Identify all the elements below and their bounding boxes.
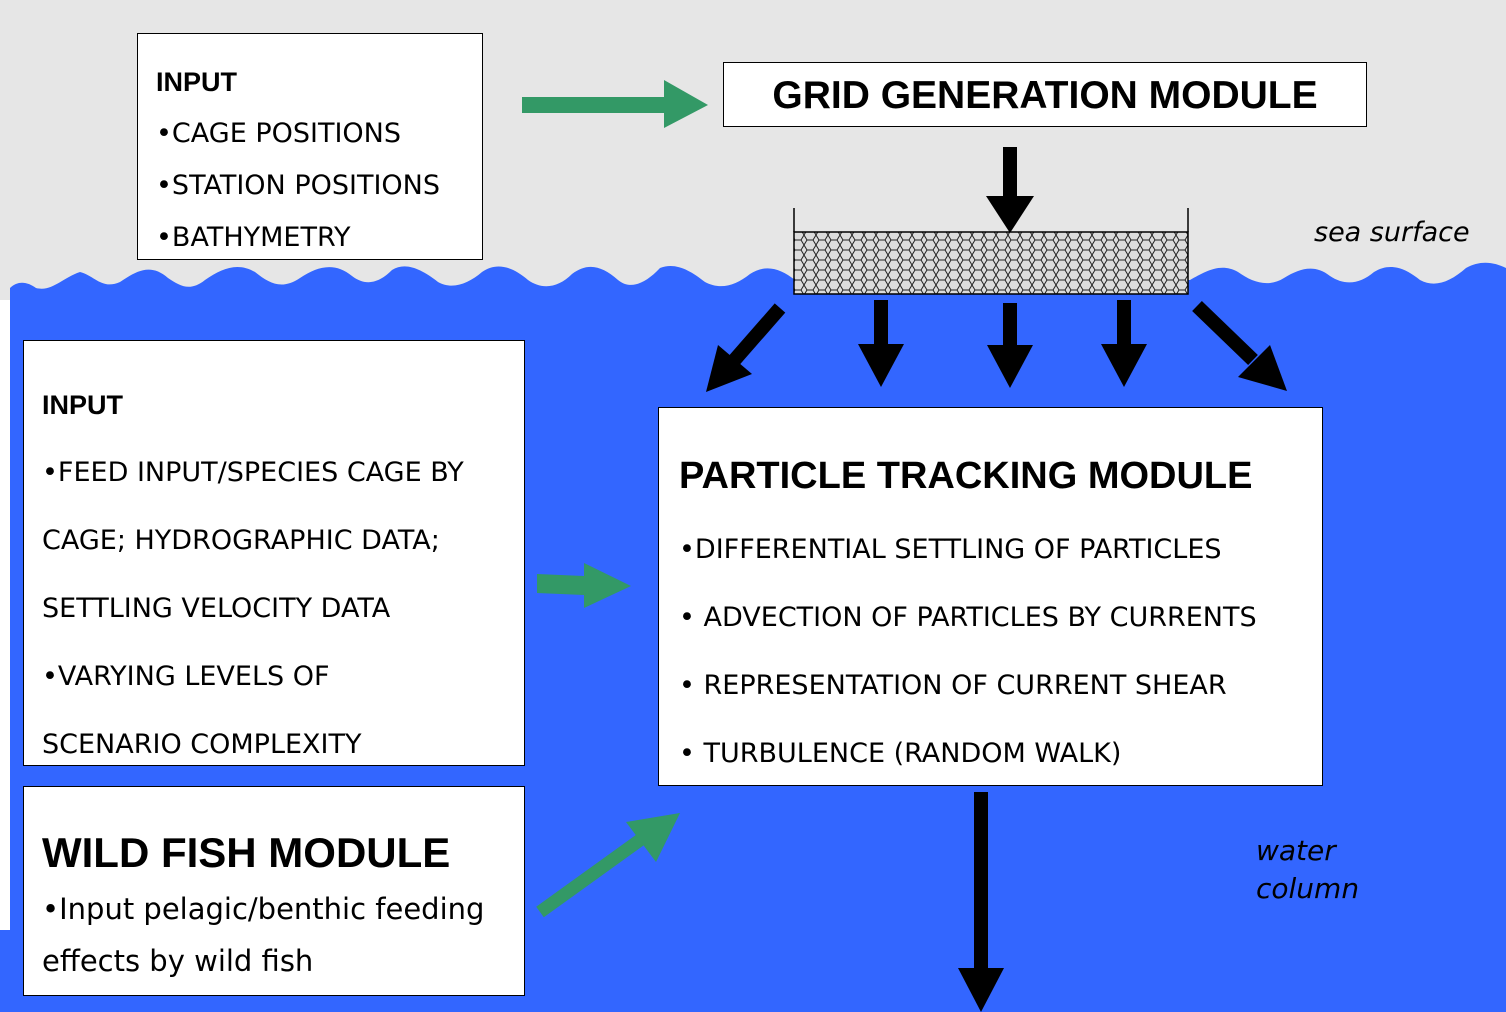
particle-module-item: • TURBULENCE (RANDOM WALK) xyxy=(679,738,1122,769)
input-box-feed-data: INPUT •FEED INPUT/SPECIES CAGE BY CAGE; … xyxy=(23,340,525,766)
arrow-diagonal-left xyxy=(706,303,786,392)
white-gap xyxy=(0,300,10,930)
wild-fish-module-title: WILD FISH MODULE xyxy=(42,829,451,876)
input-item-cage-positions: •CAGE POSITIONS xyxy=(156,118,402,149)
input-item-bathymetry: •BATHYMETRY xyxy=(156,222,351,253)
input-line: •FEED INPUT/SPECIES CAGE BY xyxy=(42,457,464,488)
water-column-line: water xyxy=(1256,834,1336,867)
grid-mesh-icon xyxy=(793,208,1189,295)
arrow-down-2 xyxy=(987,303,1033,388)
grid-module-title: GRID GENERATION MODULE xyxy=(772,74,1318,117)
wild-fish-module-box: WILD FISH MODULE •Input pelagic/benthic … xyxy=(23,786,525,996)
arrow-down-3 xyxy=(1101,300,1147,387)
wild-fish-line: •Input pelagic/benthic feeding xyxy=(42,892,485,926)
green-arrow-from-wild-fish xyxy=(536,813,680,918)
arrow-grid-down xyxy=(986,147,1034,233)
arrow-to-seabed xyxy=(958,792,1004,1012)
arrow-diagonal-right xyxy=(1192,300,1287,391)
green-arrow-to-grid xyxy=(522,80,708,128)
input-line: •VARYING LEVELS OF xyxy=(42,661,330,692)
input-line: CAGE; HYDROGRAPHIC DATA; xyxy=(42,525,440,556)
water-column-line: column xyxy=(1256,872,1360,905)
arrow-down-1 xyxy=(858,300,904,387)
particle-module-title: PARTICLE TRACKING MODULE xyxy=(679,455,1253,497)
particle-module-item: •DIFFERENTIAL SETTLING OF PARTICLES xyxy=(679,534,1222,565)
input-item-station-positions: •STATION POSITIONS xyxy=(156,170,441,201)
input-line: SETTLING VELOCITY DATA xyxy=(42,593,391,624)
sea-surface-label: sea surface xyxy=(1314,217,1470,248)
water-column-label: water column xyxy=(1256,832,1359,908)
particle-tracking-module-box: PARTICLE TRACKING MODULE •DIFFERENTIAL S… xyxy=(658,407,1323,786)
input-title: INPUT xyxy=(42,390,123,420)
grid-generation-module-box: GRID GENERATION MODULE xyxy=(723,62,1367,127)
green-arrow-to-particle-module xyxy=(537,563,631,608)
input-line: SCENARIO COMPLEXITY xyxy=(42,729,362,760)
wild-fish-line: effects by wild fish xyxy=(42,944,314,978)
particle-module-item: • ADVECTION OF PARTICLES BY CURRENTS xyxy=(679,602,1257,633)
input-title: INPUT xyxy=(156,67,237,97)
particle-module-item: • REPRESENTATION OF CURRENT SHEAR xyxy=(679,670,1227,701)
input-box-positions: INPUT •CAGE POSITIONS •STATION POSITIONS… xyxy=(137,33,483,260)
